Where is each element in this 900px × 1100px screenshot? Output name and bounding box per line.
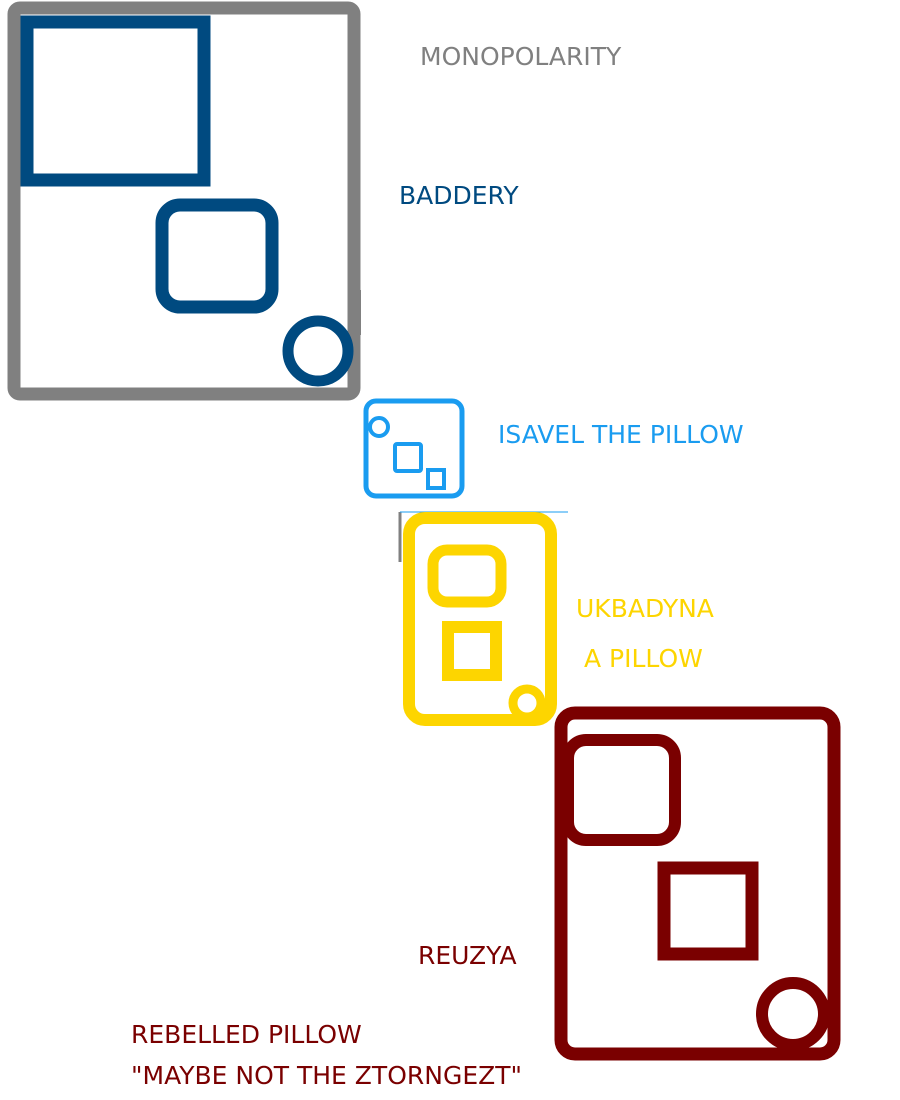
baddery-rounded-square: [155, 198, 279, 314]
ukbadyna-frame: [403, 512, 557, 726]
monopolarity-label: MONOPOLARITY: [420, 42, 622, 71]
ukbadyna-rounded-square: [427, 544, 507, 608]
reuzya-circle: [756, 977, 830, 1051]
ukbadyna-square: [442, 621, 502, 681]
baddery-large-square: [20, 15, 211, 187]
baddery-circle: [282, 315, 354, 387]
reuzya-square: [657, 861, 759, 961]
baddery-label: BADDERY: [399, 181, 519, 210]
ukbadyna-label-line1: UKBADYNA: [576, 594, 714, 623]
isavel-frame: [363, 398, 465, 499]
isavel-square-medium: [393, 442, 423, 473]
isavel-square-small: [426, 468, 446, 490]
ukbadyna-circle: [508, 684, 546, 722]
rebelled-label-line2: "MAYBE NOT THE ZTORNGEZT": [131, 1061, 523, 1090]
ukbadyna-label-line2: A PILLOW: [584, 644, 703, 673]
reuzya-frame: [554, 706, 841, 1061]
reuzya-rounded-square: [562, 734, 681, 846]
monopolarity-frame: [7, 1, 361, 401]
isavel-label: ISAVEL THE PILLOW: [498, 420, 744, 449]
isavel-circle: [368, 416, 390, 438]
rebelled-label-line1: REBELLED PILLOW: [131, 1020, 362, 1049]
reuzya-label: REUZYA: [418, 941, 517, 970]
